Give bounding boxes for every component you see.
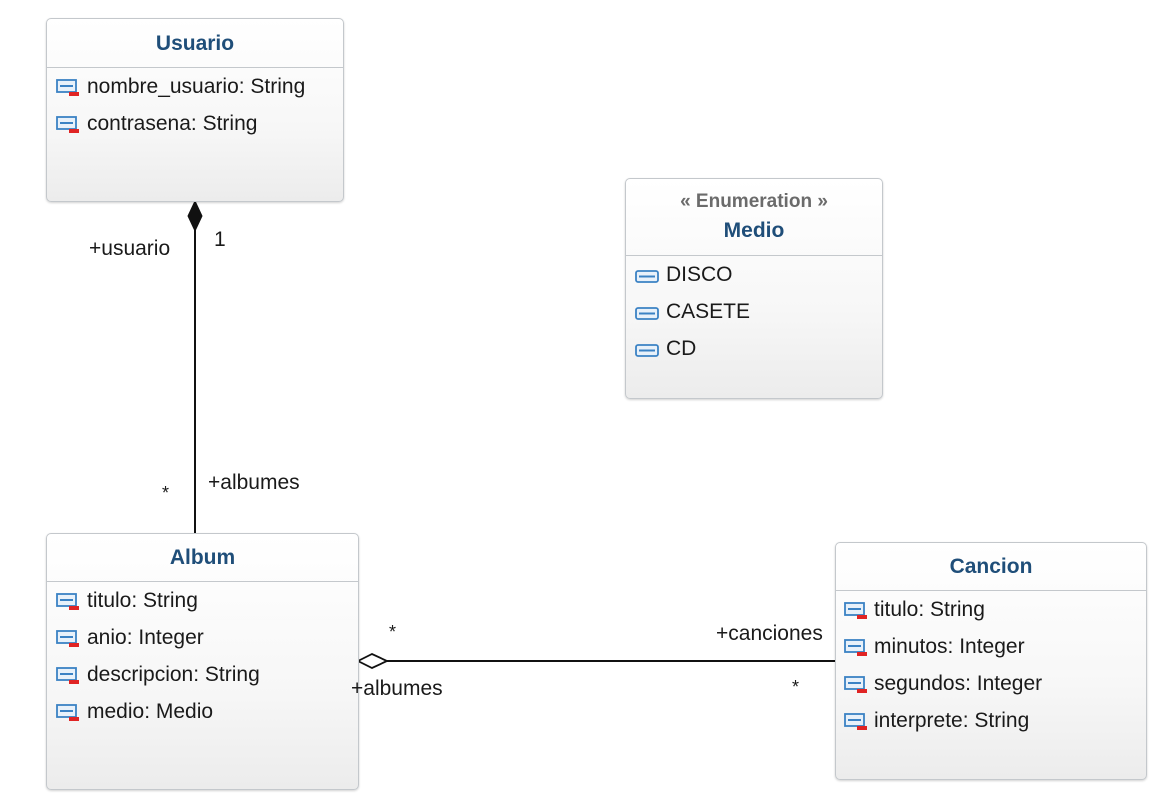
attribute-text: titulo: String: [874, 598, 985, 621]
attribute-row[interactable]: titulo: String: [47, 582, 358, 619]
attribute-row[interactable]: descripcion: String: [47, 656, 358, 693]
private-attribute-icon: [844, 713, 867, 730]
attribute-text: descripcion: String: [87, 663, 260, 686]
class-album-header: Album: [47, 534, 358, 582]
enumeration-name: Medio: [723, 219, 785, 242]
stereotype-label: « Enumeration »: [680, 191, 828, 212]
attribute-text: titulo: String: [87, 589, 198, 612]
attribute-compartment: titulo: String minutos: Integer segundos…: [836, 591, 1146, 739]
composition-diamond: [187, 199, 203, 233]
attribute-text: medio: Medio: [87, 700, 214, 723]
attribute-row[interactable]: interprete: String: [836, 702, 1146, 739]
enum-literal-text: CD: [666, 337, 697, 360]
private-attribute-icon: [844, 639, 867, 656]
attribute-row[interactable]: medio: Medio: [47, 693, 358, 730]
private-attribute-icon: [56, 116, 79, 133]
enum-literal-text: CASETE: [666, 300, 751, 323]
albumes-multiplicity-label: *: [162, 483, 170, 503]
attribute-compartment: titulo: String anio: Integer descripcion…: [47, 582, 358, 730]
attribute-text: nombre_usuario: String: [87, 75, 306, 98]
enum-literal-row[interactable]: DISCO: [626, 256, 882, 293]
canciones-role-label: +canciones: [716, 622, 823, 645]
private-attribute-icon: [56, 630, 79, 647]
class-usuario[interactable]: Usuario nombre_usuario: String contrasen…: [46, 18, 344, 202]
enum-literal-row[interactable]: CD: [626, 330, 882, 367]
attribute-row[interactable]: contrasena: String: [47, 105, 343, 142]
class-name: Album: [169, 546, 236, 569]
private-attribute-icon: [844, 676, 867, 693]
aggregation-diamond: [355, 653, 390, 669]
literal-compartment: DISCO CASETE CD: [626, 256, 882, 367]
class-cancion-header: Cancion: [836, 543, 1146, 591]
class-name: Cancion: [949, 555, 1033, 578]
attribute-text: segundos: Integer: [874, 672, 1043, 695]
enum-literal-icon: [635, 270, 659, 283]
private-attribute-icon: [56, 79, 79, 96]
enum-literal-text: DISCO: [666, 263, 733, 286]
attribute-row[interactable]: segundos: Integer: [836, 665, 1146, 702]
class-name: Usuario: [155, 32, 235, 55]
canciones-multiplicity-label: *: [792, 677, 800, 697]
attribute-row[interactable]: anio: Integer: [47, 619, 358, 656]
album-end-multiplicity-label: *: [389, 622, 397, 642]
albumes-role-label: +albumes: [208, 471, 300, 494]
attribute-text: interprete: String: [874, 709, 1030, 732]
attribute-text: minutos: Integer: [874, 635, 1025, 658]
class-usuario-header: Usuario: [47, 19, 343, 68]
private-attribute-icon: [56, 593, 79, 610]
enum-literal-icon: [635, 344, 659, 357]
attribute-text: contrasena: String: [87, 112, 258, 135]
usuario-role-label: +usuario: [89, 237, 171, 260]
album-end-role-label: +albumes: [351, 677, 443, 700]
usuario-multiplicity-label: 1: [214, 228, 226, 251]
private-attribute-icon: [56, 704, 79, 721]
enum-literal-icon: [635, 307, 659, 320]
private-attribute-icon: [844, 602, 867, 619]
enumeration-medio[interactable]: « Enumeration » Medio DISCO CASETE CD: [625, 178, 883, 399]
attribute-text: anio: Integer: [87, 626, 204, 649]
attribute-row[interactable]: minutos: Integer: [836, 628, 1146, 665]
enumeration-medio-header: « Enumeration » Medio: [626, 179, 882, 256]
class-cancion[interactable]: Cancion titulo: String minutos: Integer: [835, 542, 1147, 780]
attribute-compartment: nombre_usuario: String contrasena: Strin…: [47, 68, 343, 142]
enum-literal-row[interactable]: CASETE: [626, 293, 882, 330]
attribute-row[interactable]: titulo: String: [836, 591, 1146, 628]
private-attribute-icon: [56, 667, 79, 684]
class-album[interactable]: Album titulo: String anio: Integer: [46, 533, 359, 790]
attribute-row[interactable]: nombre_usuario: String: [47, 68, 343, 105]
